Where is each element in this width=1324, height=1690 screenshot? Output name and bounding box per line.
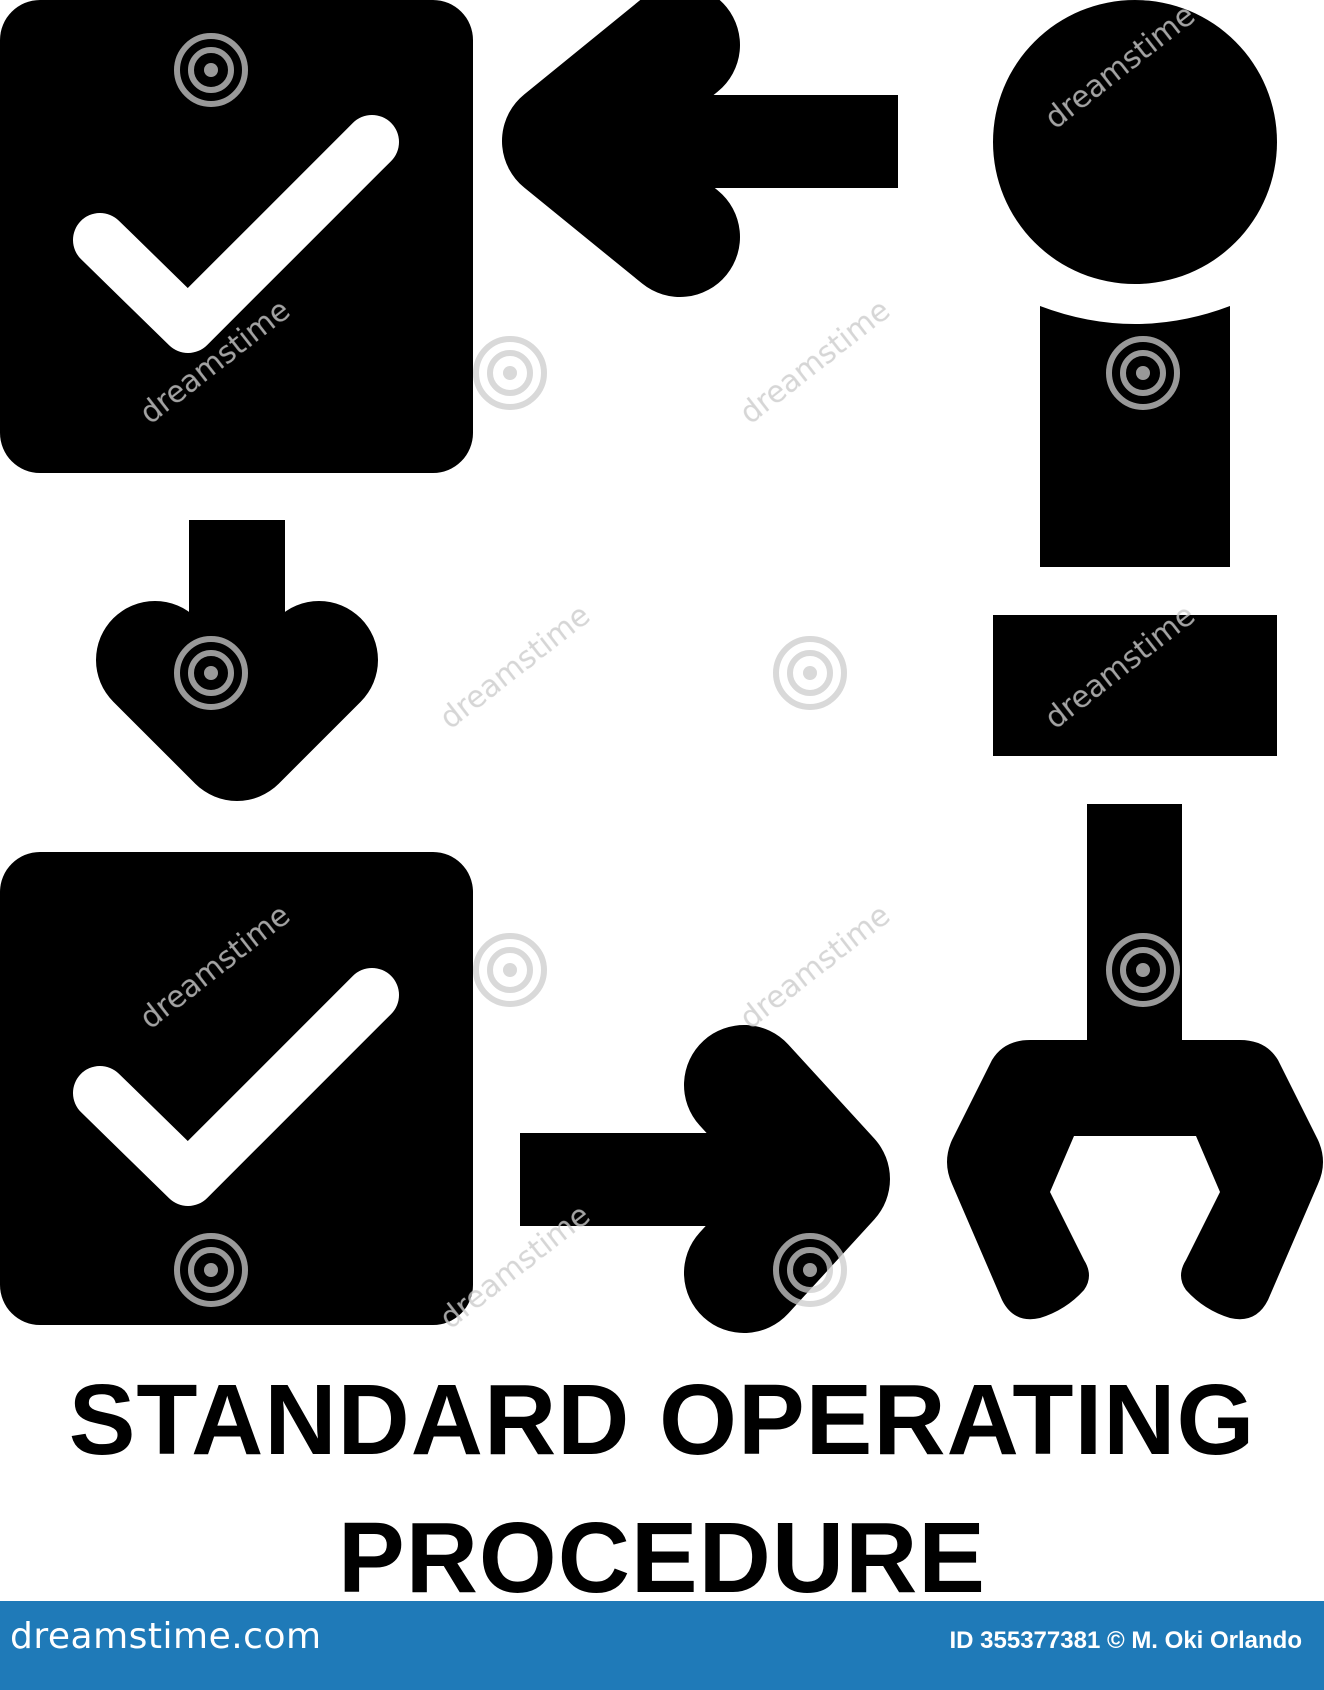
watermark-text: dreamstime	[733, 898, 897, 1037]
arrow-right-icon	[520, 1025, 890, 1333]
spiral-logo-icon	[773, 1233, 847, 1307]
spiral-logo-icon	[1106, 336, 1180, 410]
spiral-logo-icon	[174, 1233, 248, 1307]
footer-bar: dreamstime.com ID 355377381 © M. Oki Orl…	[0, 1601, 1324, 1690]
sop-illustration: dreamstime dreamstime dreamstime dreamst…	[0, 0, 1323, 1336]
spiral-logo-icon	[174, 636, 248, 710]
arm-upper-segment	[1040, 306, 1230, 567]
arm-lower-segment	[1087, 804, 1182, 1044]
arrow-down-icon	[96, 520, 378, 801]
arm-joint-icon	[993, 0, 1277, 284]
arrow-left-icon	[502, 0, 898, 297]
gripper-claw-icon	[947, 1040, 1323, 1320]
checkmark-icon-bottom	[73, 968, 399, 1206]
spiral-logo-icon	[1106, 933, 1180, 1007]
footer-brand-link[interactable]: dreamstime.com	[10, 1616, 322, 1657]
watermark-logos	[174, 33, 1180, 1307]
arm-wrist-segment	[993, 615, 1277, 756]
spiral-logo-icon	[473, 933, 547, 1007]
watermark-text: dreamstime	[733, 293, 897, 432]
watermark-text: dreamstime	[433, 598, 597, 737]
spiral-logo-icon	[773, 636, 847, 710]
checked-box-icon-top	[0, 0, 473, 473]
spiral-logo-icon	[473, 336, 547, 410]
robotic-arm-icon	[947, 0, 1323, 1320]
caption-line-2: PROCEDURE	[338, 1502, 986, 1614]
caption-line-1: STANDARD OPERATING	[68, 1364, 1256, 1476]
checked-box-icon-bottom	[0, 852, 473, 1325]
footer-credit: ID 355377381 © M. Oki Orlando	[949, 1627, 1303, 1654]
checkmark-icon-top	[73, 115, 399, 353]
spiral-logo-icon	[174, 33, 248, 107]
